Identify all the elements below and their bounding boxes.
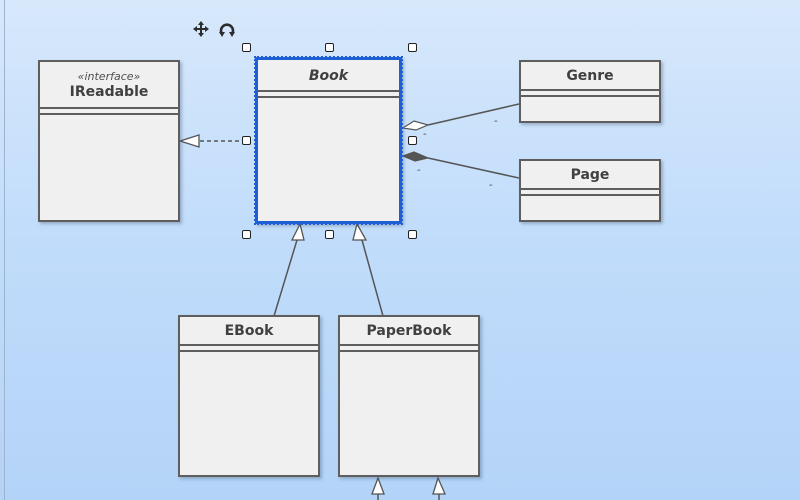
multiplicity-label[interactable]: - — [489, 180, 493, 191]
class-ebook[interactable]: EBook — [178, 315, 320, 477]
move-icon[interactable] — [192, 20, 210, 38]
aggregation-diamond — [401, 120, 430, 131]
rotate-icon[interactable] — [218, 20, 236, 38]
class-header: PaperBook — [340, 317, 478, 345]
class-name: Book — [308, 67, 349, 84]
operations-divider — [180, 350, 318, 352]
ebook-generalization-line — [273, 239, 298, 317]
composition-diamond — [401, 151, 430, 162]
connector-handle-left[interactable] — [242, 136, 251, 145]
class-header: EBook — [180, 317, 318, 345]
class-paperbook[interactable]: PaperBook — [338, 315, 480, 477]
operations-divider — [40, 113, 178, 115]
attributes-divider — [40, 107, 178, 109]
resize-handle-bottom-right[interactable] — [408, 230, 417, 239]
operations-divider — [521, 194, 659, 196]
class-name: PaperBook — [366, 323, 452, 339]
subclass-arrow-2 — [432, 476, 446, 495]
attributes-divider — [521, 188, 659, 190]
class-header: Page — [521, 161, 659, 189]
resize-handle-bottom-left[interactable] — [242, 230, 251, 239]
realization-arrowhead — [177, 134, 200, 148]
multiplicity-label[interactable]: - — [423, 129, 427, 140]
class-name: Page — [570, 167, 610, 183]
multiplicity-label[interactable]: - — [494, 116, 498, 127]
class-header: «interface» IReadable — [40, 62, 178, 108]
multiplicity-label[interactable]: - — [417, 165, 421, 176]
attributes-divider — [258, 90, 399, 92]
operations-divider — [521, 95, 659, 97]
subclass-arrow-1 — [371, 476, 385, 495]
paperbook-generalization-line — [361, 239, 384, 317]
canvas-left-border — [4, 0, 5, 500]
resize-handle-bottom[interactable] — [325, 230, 334, 239]
resize-handle-top[interactable] — [325, 43, 334, 52]
operations-divider — [340, 350, 478, 352]
stereotype-label: «interface» — [77, 70, 141, 83]
aggregation-line — [427, 103, 520, 126]
ebook-generalization-arrow — [290, 222, 305, 241]
class-name: Genre — [566, 68, 614, 84]
paperbook-generalization-arrow — [352, 222, 368, 241]
resize-handle-top-left[interactable] — [242, 43, 251, 52]
class-name: EBook — [224, 323, 274, 339]
composition-line — [427, 157, 520, 179]
class-book[interactable]: Book — [254, 56, 403, 225]
class-ireadable[interactable]: «interface» IReadable — [38, 60, 180, 222]
attributes-divider — [180, 344, 318, 346]
class-header: Book — [258, 60, 399, 91]
resize-handle-top-right[interactable] — [408, 43, 417, 52]
class-name: IReadable — [69, 84, 149, 100]
class-header: Genre — [521, 62, 659, 90]
attributes-divider — [521, 89, 659, 91]
class-genre[interactable]: Genre — [519, 60, 661, 123]
attributes-divider — [340, 344, 478, 346]
operations-divider — [258, 96, 399, 98]
resize-handle-right[interactable] — [408, 136, 417, 145]
class-page[interactable]: Page — [519, 159, 661, 222]
